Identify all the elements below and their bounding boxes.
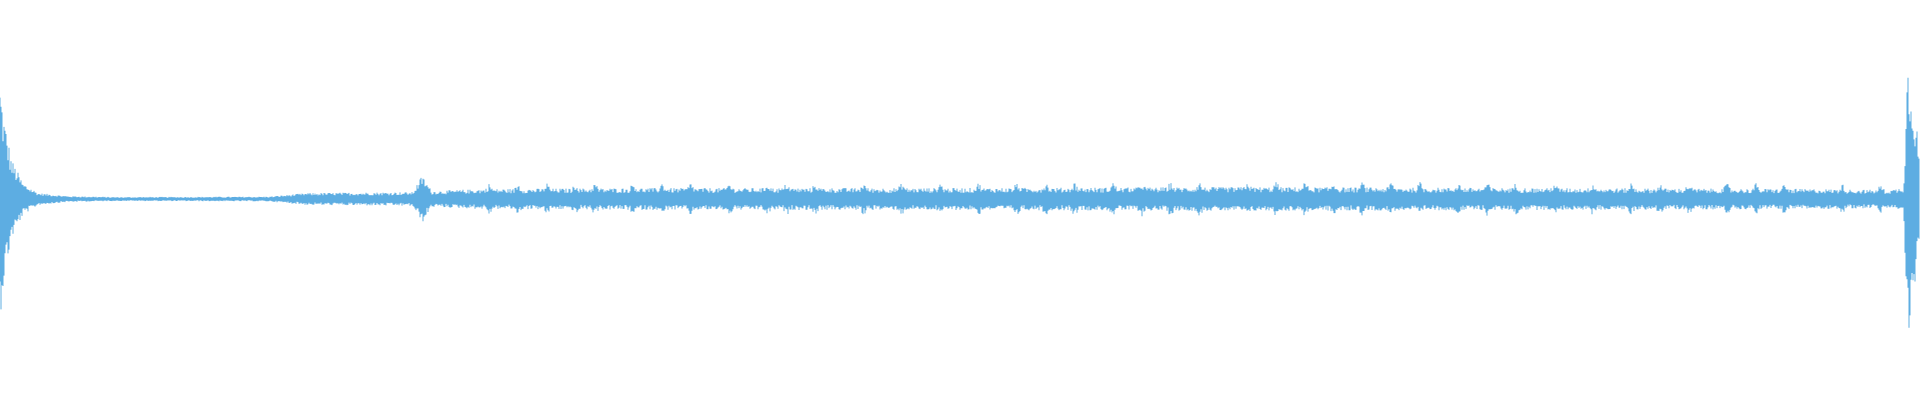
waveform-trace	[0, 77, 1920, 328]
